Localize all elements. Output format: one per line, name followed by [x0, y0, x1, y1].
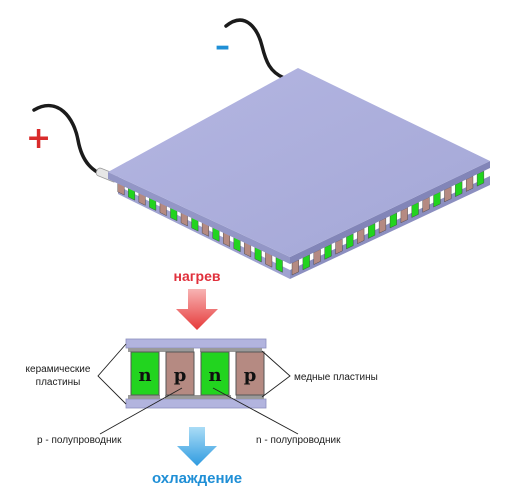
- leg-letter: p: [244, 365, 257, 386]
- positive-wire: [32, 103, 112, 180]
- cool-arrow: [177, 427, 217, 466]
- p-type-label: p - полупроводник: [37, 435, 122, 446]
- module-p-leg: [444, 186, 452, 203]
- negative-wire: [224, 18, 286, 80]
- ceramic-pointer: [97, 343, 127, 405]
- right-leg-row: [291, 170, 485, 276]
- module-p-leg: [400, 207, 408, 224]
- module-n-leg: [455, 181, 463, 197]
- module-n-leg: [433, 191, 441, 208]
- n-type-label: n - полупроводник: [256, 435, 341, 446]
- n-type-pointer: [212, 387, 299, 435]
- module-p-leg: [422, 196, 430, 213]
- bottom-ceramic-plate: [125, 398, 267, 409]
- copper-strip-top: [200, 348, 262, 352]
- copper-strip-top: [128, 348, 194, 352]
- p-leg: [165, 351, 195, 396]
- top-ceramic-plate: [125, 338, 267, 349]
- copper-strip-bottom: [236, 395, 264, 399]
- leg-letter: n: [138, 365, 151, 386]
- leg-letter: n: [208, 365, 221, 386]
- copper-strip-bottom: [165, 395, 231, 399]
- p-type-pointer: [99, 387, 183, 435]
- module-p-leg: [313, 249, 321, 265]
- module-n-leg: [324, 243, 332, 260]
- leg-letter: p: [174, 365, 187, 386]
- module-n-leg: [411, 201, 419, 218]
- n-leg: [200, 351, 230, 396]
- module-n-leg: [368, 222, 376, 239]
- cooling-label: охлаждение: [152, 470, 242, 487]
- module-top-plate: [108, 68, 490, 257]
- ceramic-label-line1: керамические: [26, 364, 91, 375]
- peltier-module: [32, 18, 490, 279]
- copper-label: медные пластины: [294, 372, 378, 383]
- pointer-lines: [97, 343, 299, 435]
- copper-pointer: [261, 350, 291, 398]
- module-p-leg: [335, 238, 343, 255]
- heating-label: нагрев: [173, 268, 220, 284]
- module-front-top-edge: [108, 172, 290, 264]
- copper-strip-bottom: [128, 395, 160, 399]
- cross-section: n p n p: [125, 338, 267, 409]
- p-leg: [235, 351, 265, 396]
- n-leg: [130, 351, 160, 396]
- ceramic-label-line2: пластины: [36, 377, 81, 388]
- plus-sign: +: [26, 121, 51, 156]
- heat-arrow: [176, 289, 218, 330]
- minus-sign: –: [215, 29, 230, 64]
- module-right-top-edge: [290, 161, 490, 264]
